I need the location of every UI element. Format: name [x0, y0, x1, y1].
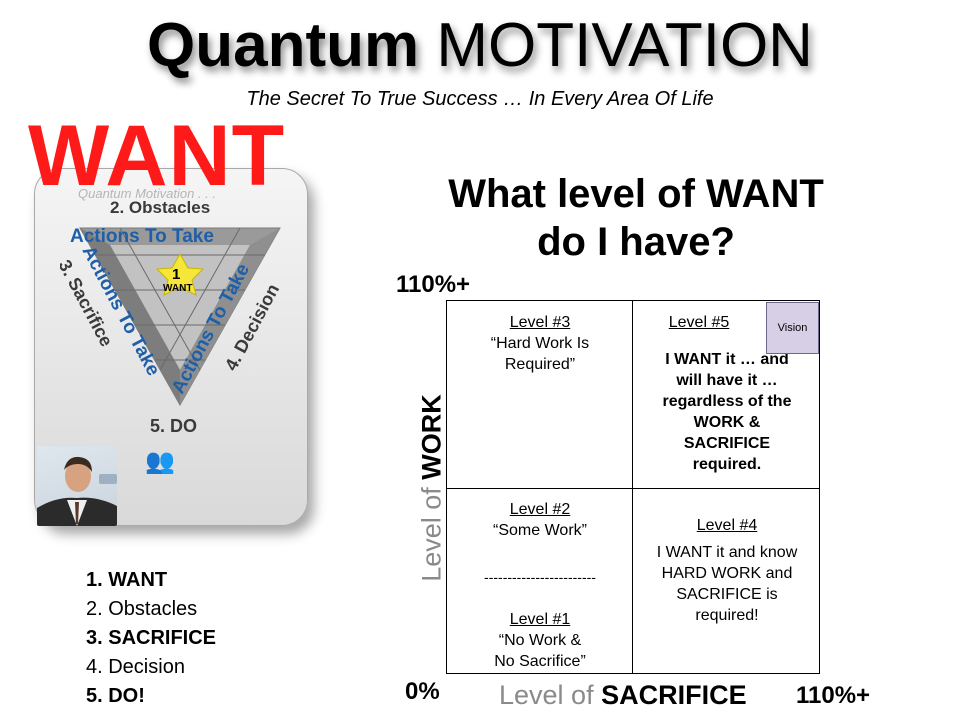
y-axis-label: Level of WORK: [416, 394, 447, 582]
quadrant-level-1: Level #1 “No Work & No Sacrifice”: [494, 611, 586, 670]
step-item: 5. DO!: [86, 685, 145, 707]
triangle-center-label: WANT: [163, 283, 192, 294]
steps-list: 1. WANT 2. Obstacles 3. SACRIFICE 4. Dec…: [86, 566, 216, 711]
want-overlay-heading: WANT: [28, 108, 286, 204]
faint-people-icon: 👥: [145, 448, 175, 475]
quadrant-divider-text: ------------------------: [484, 569, 596, 585]
page-subtitle: The Secret To True Success … In Every Ar…: [246, 88, 714, 110]
x-axis-max-label: 110%+: [796, 682, 871, 709]
book-cover-faint-title: Quantum Motivation . . .: [78, 186, 217, 201]
grid-horizontal-divider: [446, 488, 820, 489]
step-item: 1. WANT: [86, 569, 168, 591]
triangle-center-number: 1: [172, 266, 180, 283]
triangle-bottom-label: 5. DO: [150, 416, 197, 436]
quadrant-level-2: Level #2 “Some Work”: [493, 501, 587, 539]
step-item: 4. Decision: [86, 656, 185, 678]
quadrant-level-4: Level #4 I WANT it and know HARD WORK an…: [656, 517, 798, 624]
vision-box: Vision: [766, 302, 819, 354]
step-item: 2. Obstacles: [86, 598, 198, 620]
quadrant-grid: [446, 300, 820, 674]
x-axis-label: Level of SACRIFICE: [499, 680, 747, 710]
star-icon: [155, 252, 205, 296]
question-heading: What level of WANT do I have?: [448, 172, 824, 264]
quadrant-level-5: Level #5 I WANT it … and will have it … …: [662, 314, 792, 473]
quadrant-level-3: Level #3 “Hard Work Is Required”: [490, 314, 590, 373]
page-title: Quantum MOTIVATION: [147, 11, 813, 80]
want-triangle-diagram: 1 WANT 2. Obstacles Actions To Take Acti…: [60, 200, 283, 436]
step-item: 3. SACRIFICE: [86, 627, 217, 649]
triangle-arrow-top: Actions To Take: [70, 226, 214, 247]
y-axis-max-label: 110%+: [396, 271, 471, 298]
origin-label: 0%: [405, 678, 440, 705]
grid-vertical-divider: [632, 300, 633, 674]
triangle-top-label: 2. Obstacles: [110, 200, 210, 217]
author-photo: [37, 446, 117, 526]
